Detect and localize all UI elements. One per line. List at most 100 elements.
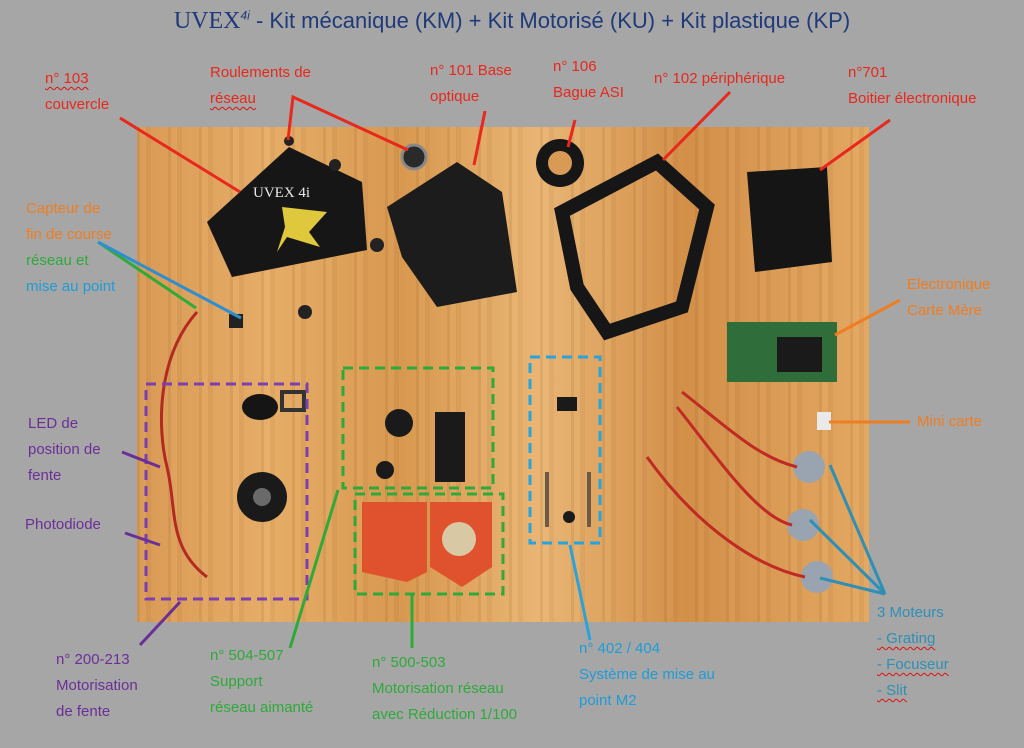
- label-grating-support-line3: réseau aimanté: [210, 699, 314, 716]
- label-motherboard-line1: Electronique: [907, 276, 991, 293]
- label-led-line3: fente: [28, 467, 62, 484]
- label-slit-motor-number: n° 200-213: [56, 651, 130, 668]
- motherboard-chip: [777, 337, 822, 372]
- label-led-line2: position de: [28, 441, 101, 458]
- page-title: UVEX4i - Kit mécanique (KM) + Kit Motori…: [0, 8, 1024, 35]
- label-cover: n° 103 couvercle: [45, 66, 109, 118]
- title-brand: UVEX: [173, 8, 241, 34]
- slit-gear-hub: [253, 488, 271, 506]
- slit-part: [242, 394, 278, 420]
- mini-board-part: [817, 412, 831, 430]
- wood-board-photo: UVEX 4i: [137, 127, 869, 622]
- label-slit-motor-line3: de fente: [56, 703, 111, 720]
- cover-logo: UVEX 4i: [253, 185, 310, 201]
- label-cover-name: couvercle: [45, 96, 110, 113]
- pointer-box: [819, 118, 891, 172]
- label-optical-base-name: optique: [430, 88, 480, 105]
- label-focus-system-number: n° 402 / 404: [579, 640, 661, 657]
- label-grating-support-line2: Support: [210, 673, 263, 690]
- optical-base-part: [387, 162, 517, 307]
- pointer-motor-3: [819, 576, 886, 596]
- pointer-grating-support: [288, 489, 340, 649]
- label-focus-system-line3: point M2: [579, 692, 637, 709]
- grating-support-part: [385, 409, 413, 437]
- label-focus-system-line2: Système de mise au: [579, 666, 715, 683]
- motor-focuser: [787, 509, 819, 541]
- label-peripheral: n° 102 périphérique: [654, 70, 786, 87]
- bearing-small: [284, 136, 294, 146]
- motor-slit: [801, 561, 833, 593]
- focus-part: [557, 397, 577, 411]
- label-bearings-line2: réseau: [210, 90, 256, 107]
- parts-photo: UVEX 4i: [159, 136, 837, 593]
- label-focus-system: n° 402 / 404 Système de mise au point M2: [579, 636, 715, 714]
- sensor-wires: [159, 311, 208, 579]
- pointer-sensor-focus: [97, 240, 242, 320]
- label-optical-base-number: n° 101 Base: [430, 62, 512, 79]
- label-bearings: Roulements de réseau: [210, 60, 311, 112]
- label-photodiode: Photodiode: [25, 516, 101, 533]
- label-optical-base: n° 101 Base optique: [430, 58, 512, 110]
- title-rest: - Kit mécanique (KM) + Kit Motorisé (KU)…: [249, 8, 851, 33]
- label-grating-motor: n° 500-503 Motorisation réseau avec Rédu…: [372, 650, 517, 728]
- pointer-asi-ring: [566, 119, 577, 148]
- pointer-sensor-grating: [97, 240, 197, 310]
- label-grating-motor-number: n° 500-503: [372, 654, 446, 671]
- label-motherboard-line2: Carte Mère: [907, 302, 983, 319]
- pointer-motor-1: [828, 464, 887, 595]
- label-limit-sensor-line1: Capteur de: [26, 200, 101, 217]
- label-limit-sensor-grating: réseau et: [26, 252, 89, 269]
- label-limit-sensor: Capteur de fin de course réseau et mise …: [26, 196, 115, 300]
- screw-part: [329, 159, 341, 171]
- label-asi-ring-number: n° 106: [553, 58, 597, 75]
- label-grating-support-number: n° 504-507: [210, 647, 284, 664]
- screw-part: [370, 238, 384, 252]
- pointer-focus-system: [568, 544, 592, 641]
- pointer-slit-motor: [138, 600, 182, 647]
- pointer-bearings: [286, 94, 409, 152]
- pointer-peripheral: [661, 90, 732, 162]
- grating-reducer-part: [362, 502, 427, 582]
- bearing-large: [400, 143, 428, 171]
- grating-support-group-box: [341, 366, 495, 490]
- label-asi-ring: n° 106 Bague ASI: [553, 54, 624, 106]
- cover-star: [277, 207, 327, 252]
- slit-group-box: [144, 382, 309, 601]
- grating-motor-group-box: [353, 492, 505, 596]
- label-asi-ring-name: Bague ASI: [553, 84, 624, 101]
- label-mini-board: Mini carte: [917, 413, 983, 430]
- grating-holder-part: [435, 412, 465, 482]
- label-limit-sensor-line2: fin de course: [26, 226, 112, 243]
- label-led: LED de position de fente: [28, 411, 101, 489]
- label-slit-motor: n° 200-213 Motorisation de fente: [56, 647, 138, 725]
- label-limit-sensor-focus: mise au point: [26, 278, 116, 295]
- label-grating-motor-line2: Motorisation réseau: [372, 680, 504, 697]
- label-motors: 3 Moteurs - Grating - Focuseur - Slit: [877, 600, 949, 704]
- pointer-motor-2: [808, 518, 887, 596]
- pointer-cover: [119, 116, 241, 194]
- label-electronics-box: n°701 Boitier électronique: [848, 60, 976, 112]
- label-motor-slit: - Slit: [877, 682, 907, 699]
- pointer-led: [121, 450, 161, 469]
- label-led-line1: LED de: [28, 415, 79, 432]
- slit-frame: [280, 390, 306, 412]
- motor-grating: [793, 451, 825, 483]
- label-cover-number: n° 103: [45, 70, 89, 87]
- label-motherboard: Electronique Carte Mère: [907, 272, 990, 324]
- label-grating-motor-line3: avec Réduction 1/100: [372, 706, 518, 723]
- screw-part: [298, 305, 312, 319]
- label-grating-support: n° 504-507 Support réseau aimanté: [210, 643, 313, 721]
- pointer-base: [472, 110, 487, 166]
- peripheral-part: [554, 153, 715, 341]
- label-motor-focuser: - Focuseur: [877, 656, 949, 673]
- pointer-motherboard: [834, 298, 901, 337]
- label-slit-motor-line2: Motorisation: [56, 677, 138, 694]
- label-electronics-box-number: n°701: [848, 64, 888, 81]
- pointer-photodiode: [124, 531, 161, 547]
- label-electronics-box-name: Boitier électronique: [848, 90, 977, 107]
- label-motors-head: 3 Moteurs: [877, 604, 944, 621]
- focus-group-box: [528, 355, 602, 545]
- focus-nut: [563, 511, 575, 523]
- focus-rod: [587, 472, 591, 527]
